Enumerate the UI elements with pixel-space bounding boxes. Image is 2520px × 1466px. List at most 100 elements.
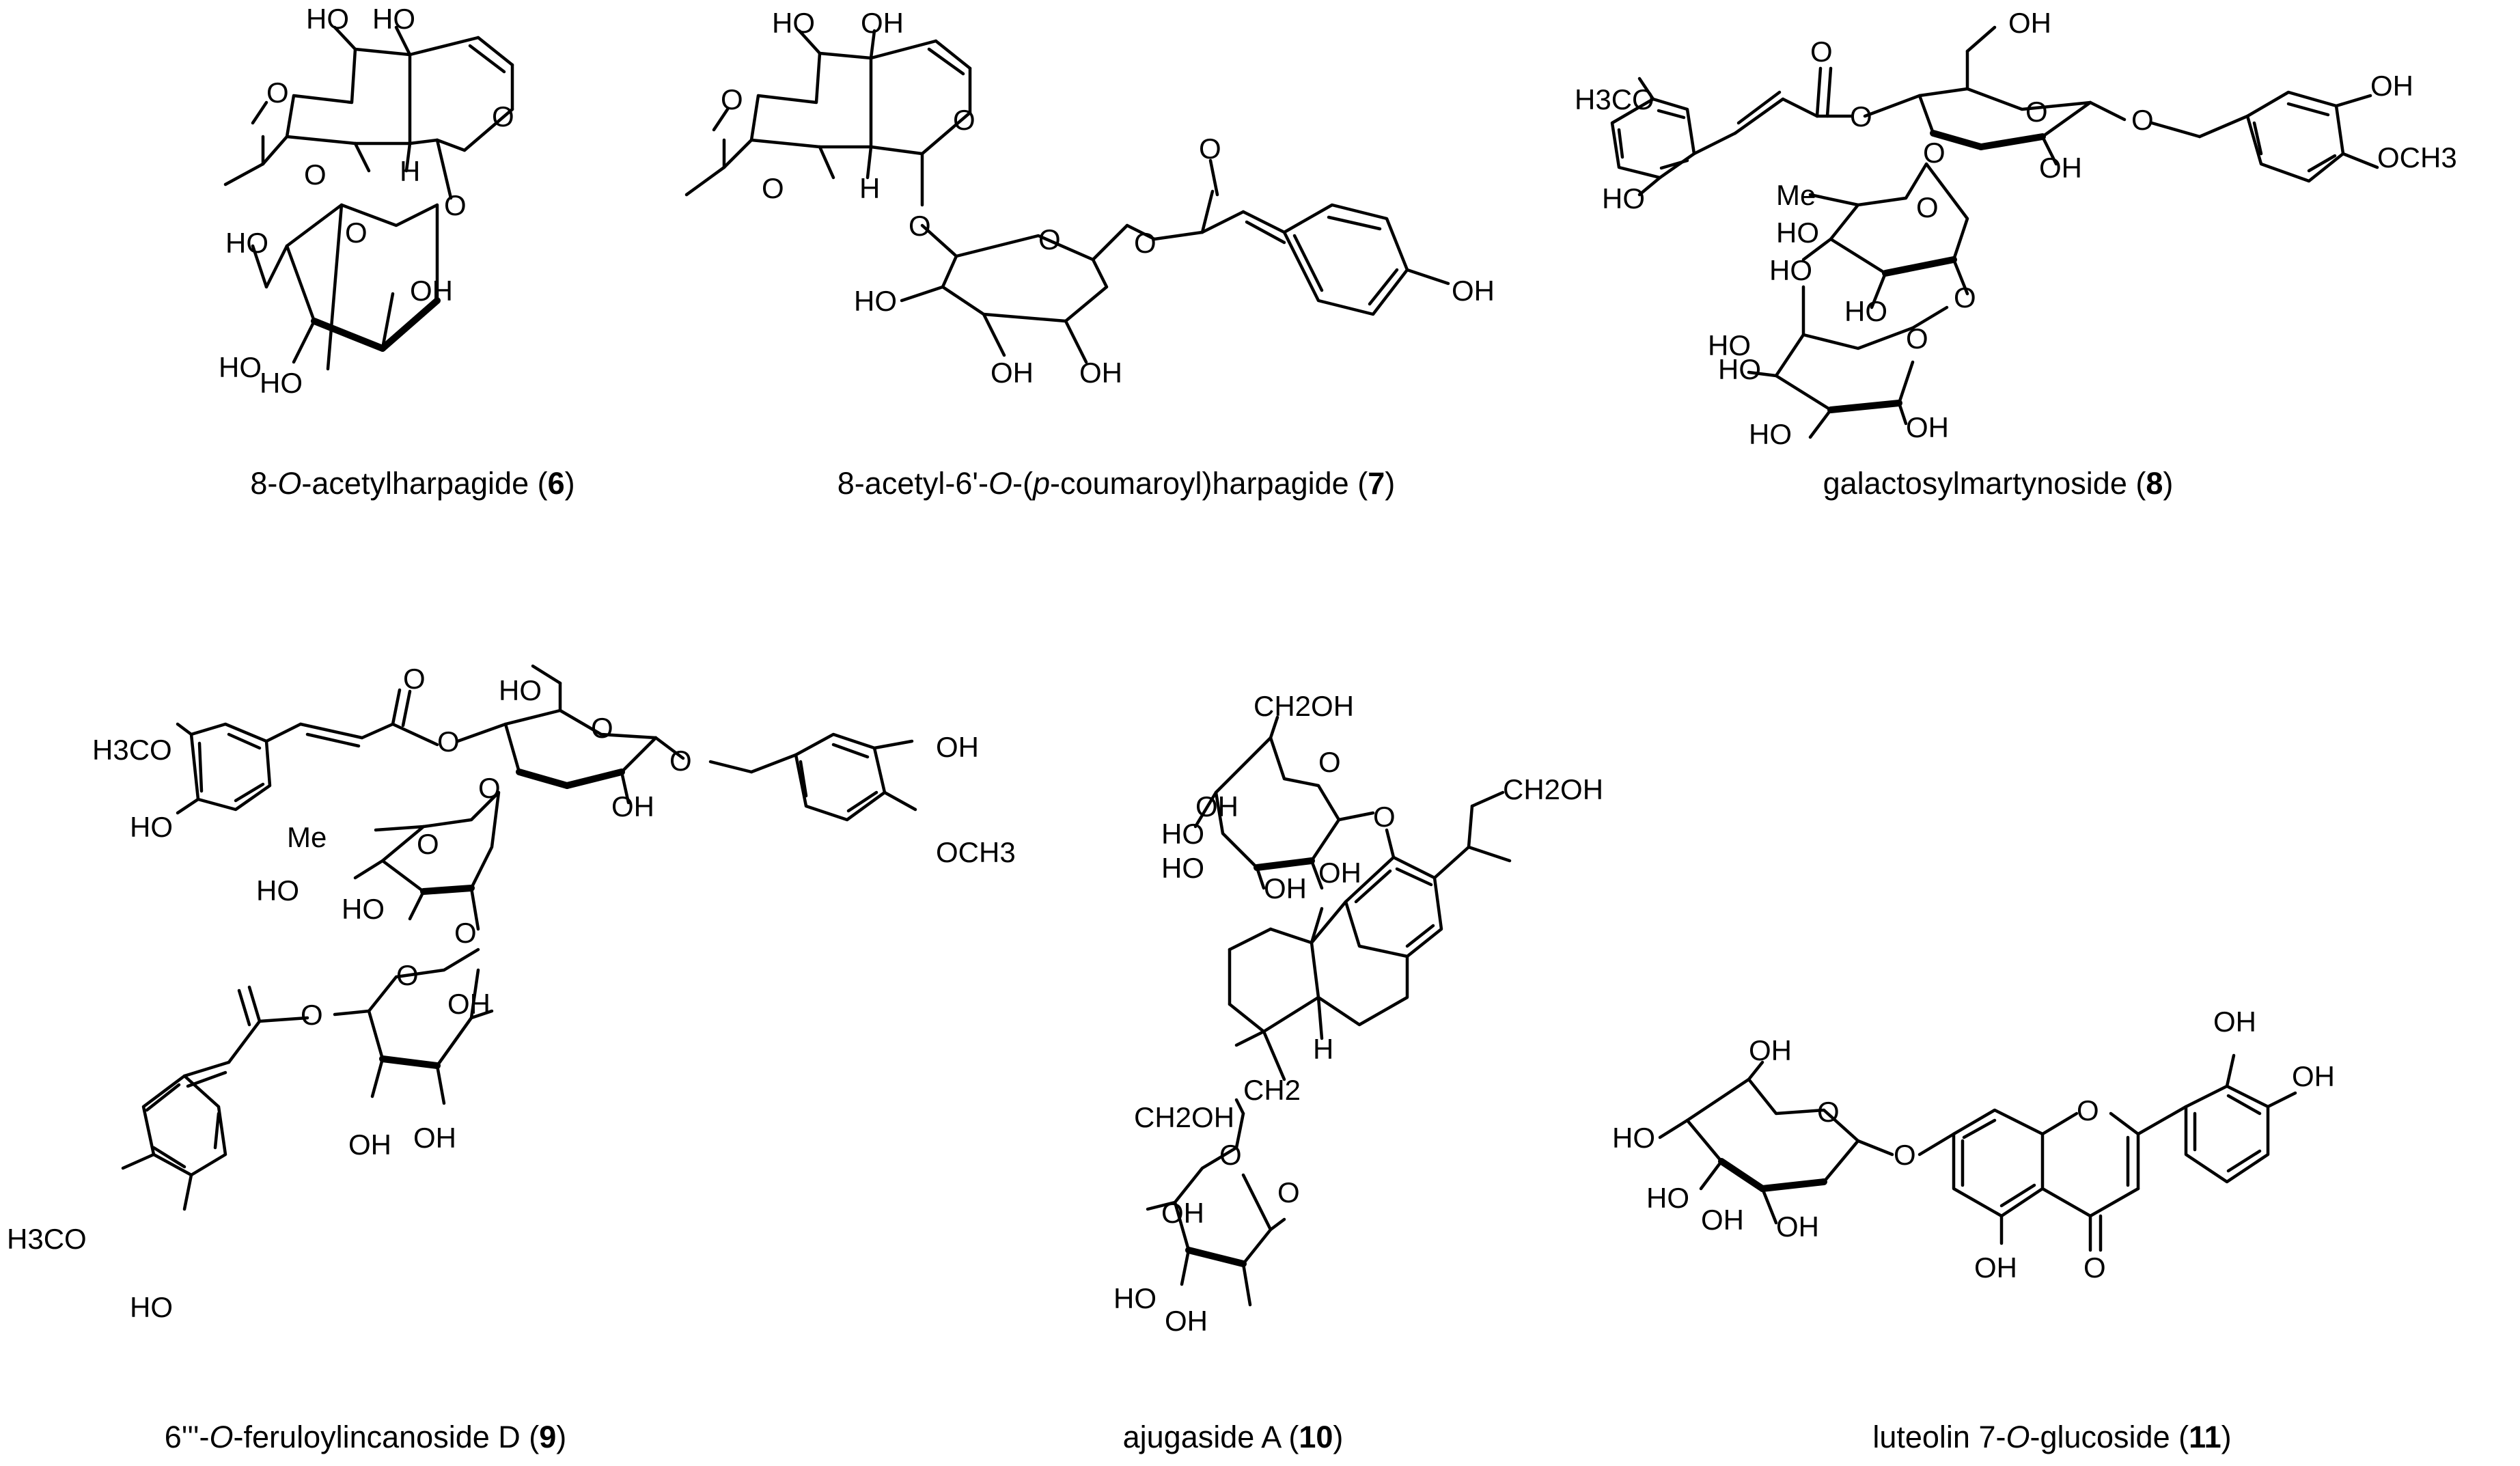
atom-label: O bbox=[417, 828, 439, 860]
atom-label: O bbox=[1318, 746, 1341, 778]
atom-label: HO bbox=[499, 674, 542, 706]
atom-label: HO bbox=[1718, 353, 1761, 385]
caption-text: ) bbox=[564, 466, 575, 501]
caption-italic: O bbox=[2006, 1420, 2030, 1454]
atom-label: OH bbox=[1161, 1197, 1204, 1229]
caption-text: 8-acetyl-6'- bbox=[837, 466, 988, 501]
caption-text: luteolin 7- bbox=[1872, 1420, 2006, 1454]
atom-label: HO bbox=[1769, 254, 1812, 286]
atom-label: OCH3 bbox=[936, 836, 1016, 868]
atom-label: O bbox=[1850, 100, 1872, 133]
atom-label: O bbox=[1810, 36, 1833, 68]
atom-label: O bbox=[2083, 1251, 2106, 1284]
atom-label: O bbox=[1219, 1139, 1242, 1171]
caption-italic: O bbox=[988, 466, 1012, 501]
atom-label: O bbox=[403, 663, 426, 695]
atom-label: OH bbox=[1195, 790, 1238, 822]
atom-label: O bbox=[1894, 1139, 1916, 1171]
caption-compound-7: 8-acetyl-6'-O-(p-coumaroyl)harpagide (7) bbox=[837, 466, 1395, 501]
atom-label: O bbox=[1906, 322, 1928, 355]
atom-label: CH2 bbox=[1243, 1074, 1301, 1106]
atom-label: HO bbox=[1708, 329, 1751, 361]
atom-label: HO bbox=[225, 227, 268, 259]
caption-compound-8: galactosylmartynoside (8) bbox=[1823, 466, 2174, 501]
atom-label: HO bbox=[1844, 295, 1887, 327]
atom-label: OH bbox=[1974, 1251, 2017, 1284]
atom-label: O bbox=[762, 172, 784, 204]
atom-label: OH bbox=[861, 7, 904, 39]
atom-label: OH bbox=[1264, 872, 1307, 904]
atom-label: O bbox=[591, 712, 613, 744]
compound-number: 6 bbox=[547, 466, 565, 501]
caption-text: -acetylharpagide ( bbox=[301, 466, 548, 501]
atom-label: O bbox=[345, 217, 368, 249]
atom-label: O bbox=[953, 104, 975, 136]
atom-label: HO bbox=[342, 893, 385, 925]
caption-text: galactosylmartynoside ( bbox=[1823, 466, 2146, 501]
atom-label: HO bbox=[854, 285, 897, 317]
atom-label: O bbox=[301, 999, 323, 1031]
atom-label: O bbox=[492, 100, 514, 133]
atom-label: OH bbox=[991, 357, 1034, 389]
atom-label: HO bbox=[256, 874, 299, 907]
atom-label: O bbox=[1134, 227, 1157, 259]
atom-label: HO bbox=[130, 811, 173, 843]
caption-text: ) bbox=[556, 1420, 567, 1454]
atom-label: O bbox=[1277, 1176, 1300, 1208]
atom-label: H3CO bbox=[7, 1223, 87, 1255]
atom-label: Me bbox=[287, 821, 327, 853]
atom-label: O bbox=[1954, 281, 1976, 314]
caption-text: ) bbox=[2163, 466, 2174, 501]
caption-compound-9: 6'''-O-feruloylincanoside D (9) bbox=[165, 1420, 567, 1455]
atom-label: HO bbox=[1749, 418, 1792, 450]
atom-label: O bbox=[396, 959, 419, 991]
atom-label: OH bbox=[1749, 1034, 1792, 1066]
atom-label: OH bbox=[1452, 275, 1495, 307]
atom-label: OH bbox=[1079, 357, 1122, 389]
atom-label: H3CO bbox=[1575, 83, 1654, 115]
atom-label: O bbox=[266, 77, 289, 109]
caption-text: -feruloylincanoside D ( bbox=[233, 1420, 540, 1454]
atom-label: OH bbox=[2039, 152, 2082, 184]
caption-text: ) bbox=[1333, 1420, 1344, 1454]
atom-label: OH bbox=[611, 790, 654, 822]
atom-label: O bbox=[454, 917, 477, 949]
caption-compound-6: 8-O-acetylharpagide (6) bbox=[250, 466, 574, 501]
atom-label: OH bbox=[1165, 1305, 1208, 1337]
atom-label: O bbox=[669, 745, 692, 777]
caption-text: -( bbox=[1012, 466, 1033, 501]
caption-text: ) bbox=[1385, 466, 1396, 501]
atom-label: O bbox=[2131, 104, 2154, 136]
caption-text: 6'''- bbox=[164, 1420, 210, 1454]
caption-italic: O bbox=[277, 466, 302, 501]
compound-number: 8 bbox=[2146, 466, 2163, 501]
caption-text: 8- bbox=[250, 466, 278, 501]
caption-text: -coumaroyl)harpagide ( bbox=[1049, 466, 1368, 501]
atom-label: OH bbox=[1776, 1211, 1819, 1243]
atom-label: HO bbox=[372, 3, 415, 35]
structure-11: OH OH OH O HO O O HO OH OH O OH bbox=[1612, 1006, 2335, 1284]
caption-compound-11: luteolin 7-O-glucoside (11) bbox=[1872, 1420, 2231, 1455]
atom-label: H bbox=[400, 155, 420, 187]
atom-label: OH bbox=[2292, 1060, 2335, 1092]
atom-label: H bbox=[859, 172, 880, 204]
atom-label: H3CO bbox=[92, 734, 172, 766]
atom-label: HO bbox=[1113, 1282, 1157, 1314]
structure-8: OH O H3CO O HO O O O OH OH OCH3 Me O HO … bbox=[1575, 7, 2457, 450]
atom-label: O bbox=[304, 158, 327, 191]
structure-9: HO O O H3CO O O OH O OH HO Me O OCH3 HO … bbox=[7, 663, 1016, 1323]
atom-label: HO bbox=[772, 7, 815, 39]
atom-label: HO bbox=[1602, 182, 1645, 215]
atom-label: O bbox=[478, 772, 501, 804]
atom-label: HO bbox=[260, 367, 303, 399]
atom-label: OH bbox=[348, 1129, 391, 1161]
atom-label: O bbox=[2077, 1094, 2099, 1126]
atom-label: HO bbox=[219, 351, 262, 383]
atom-label: OH bbox=[447, 988, 490, 1020]
atom-label: CH2OH bbox=[1254, 690, 1354, 722]
atom-label: O bbox=[721, 83, 743, 115]
compound-number: 10 bbox=[1299, 1420, 1333, 1454]
atom-label: OH bbox=[2213, 1006, 2256, 1038]
